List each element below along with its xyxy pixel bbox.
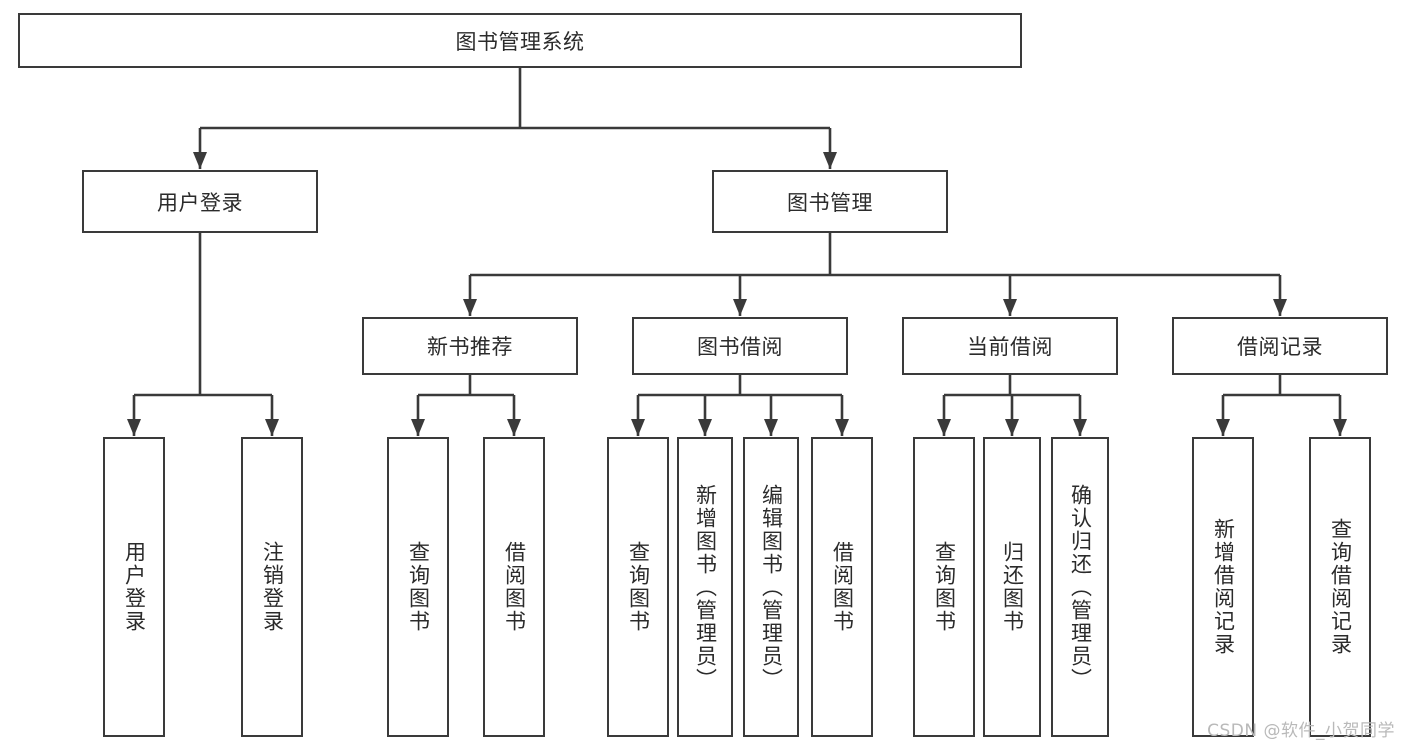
edge-arrowhead — [1003, 299, 1017, 316]
edge-arrowhead — [463, 299, 477, 316]
edge-arrowhead — [411, 419, 425, 436]
node-label: 查询图书 — [406, 541, 431, 633]
edge-arrowhead — [1005, 419, 1019, 436]
node-label: 借阅图书 — [830, 541, 855, 633]
node-label: 图书管理 — [787, 190, 873, 215]
edge-arrowhead — [1273, 299, 1287, 316]
edge-arrowhead — [698, 419, 712, 436]
node-current-borrow: 当前借阅 — [902, 317, 1118, 375]
node-label: 新书推荐 — [427, 335, 513, 359]
node-leaf-borrow-book-1: 借阅图书 — [483, 437, 545, 737]
node-label: 新增图书（管理员） — [693, 483, 718, 691]
edge-arrowhead — [1073, 419, 1087, 436]
node-label: 当前借阅 — [967, 335, 1053, 359]
node-root: 图书管理系统 — [18, 13, 1022, 68]
node-leaf-edit-book: 编辑图书（管理员） — [743, 437, 799, 737]
node-leaf-confirm-return: 确认归还（管理员） — [1051, 437, 1109, 737]
edge-arrowhead — [835, 419, 849, 436]
node-leaf-return-book: 归还图书 — [983, 437, 1041, 737]
node-user-login: 用户登录 — [82, 170, 318, 233]
node-label: 编辑图书（管理员） — [759, 483, 784, 691]
edge-arrowhead — [823, 152, 837, 169]
node-borrow-record: 借阅记录 — [1172, 317, 1388, 375]
node-book-manage: 图书管理 — [712, 170, 948, 233]
node-label: 查询图书 — [932, 541, 957, 633]
edge-arrowhead — [507, 419, 521, 436]
node-label: 用户登录 — [157, 190, 243, 215]
node-label: 借阅记录 — [1237, 335, 1323, 359]
edge-arrowhead — [937, 419, 951, 436]
edge-arrowhead — [265, 419, 279, 436]
node-leaf-logout: 注销登录 — [241, 437, 303, 737]
edge-arrowhead — [1216, 419, 1230, 436]
node-label: 用户登录 — [122, 541, 147, 633]
node-leaf-borrow-book-2: 借阅图书 — [811, 437, 873, 737]
edge-arrowhead — [764, 419, 778, 436]
node-book-borrow: 图书借阅 — [632, 317, 848, 375]
node-label: 借阅图书 — [502, 541, 527, 633]
node-leaf-add-book: 新增图书（管理员） — [677, 437, 733, 737]
edge-arrowhead — [193, 152, 207, 169]
node-new-book-rec: 新书推荐 — [362, 317, 578, 375]
node-label: 确认归还（管理员） — [1068, 483, 1093, 691]
node-label: 查询借阅记录 — [1328, 518, 1353, 656]
edge-arrowhead — [127, 419, 141, 436]
node-leaf-query-book-2: 查询图书 — [607, 437, 669, 737]
node-label: 图书管理系统 — [455, 29, 585, 54]
watermark: CSDN @软件_小贺同学 — [1207, 721, 1395, 741]
node-leaf-add-record: 新增借阅记录 — [1192, 437, 1254, 737]
node-leaf-query-book-3: 查询图书 — [913, 437, 975, 737]
node-label: 查询图书 — [626, 541, 651, 633]
node-leaf-user-login: 用户登录 — [103, 437, 165, 737]
edge-arrowhead — [733, 299, 747, 316]
edge-arrowhead — [631, 419, 645, 436]
node-leaf-query-record: 查询借阅记录 — [1309, 437, 1371, 737]
edge-arrowhead — [1333, 419, 1347, 436]
node-label: 图书借阅 — [697, 335, 783, 359]
node-label: 归还图书 — [1000, 541, 1025, 633]
node-label: 新增借阅记录 — [1211, 518, 1236, 656]
node-label: 注销登录 — [260, 541, 285, 633]
node-leaf-query-book-1: 查询图书 — [387, 437, 449, 737]
